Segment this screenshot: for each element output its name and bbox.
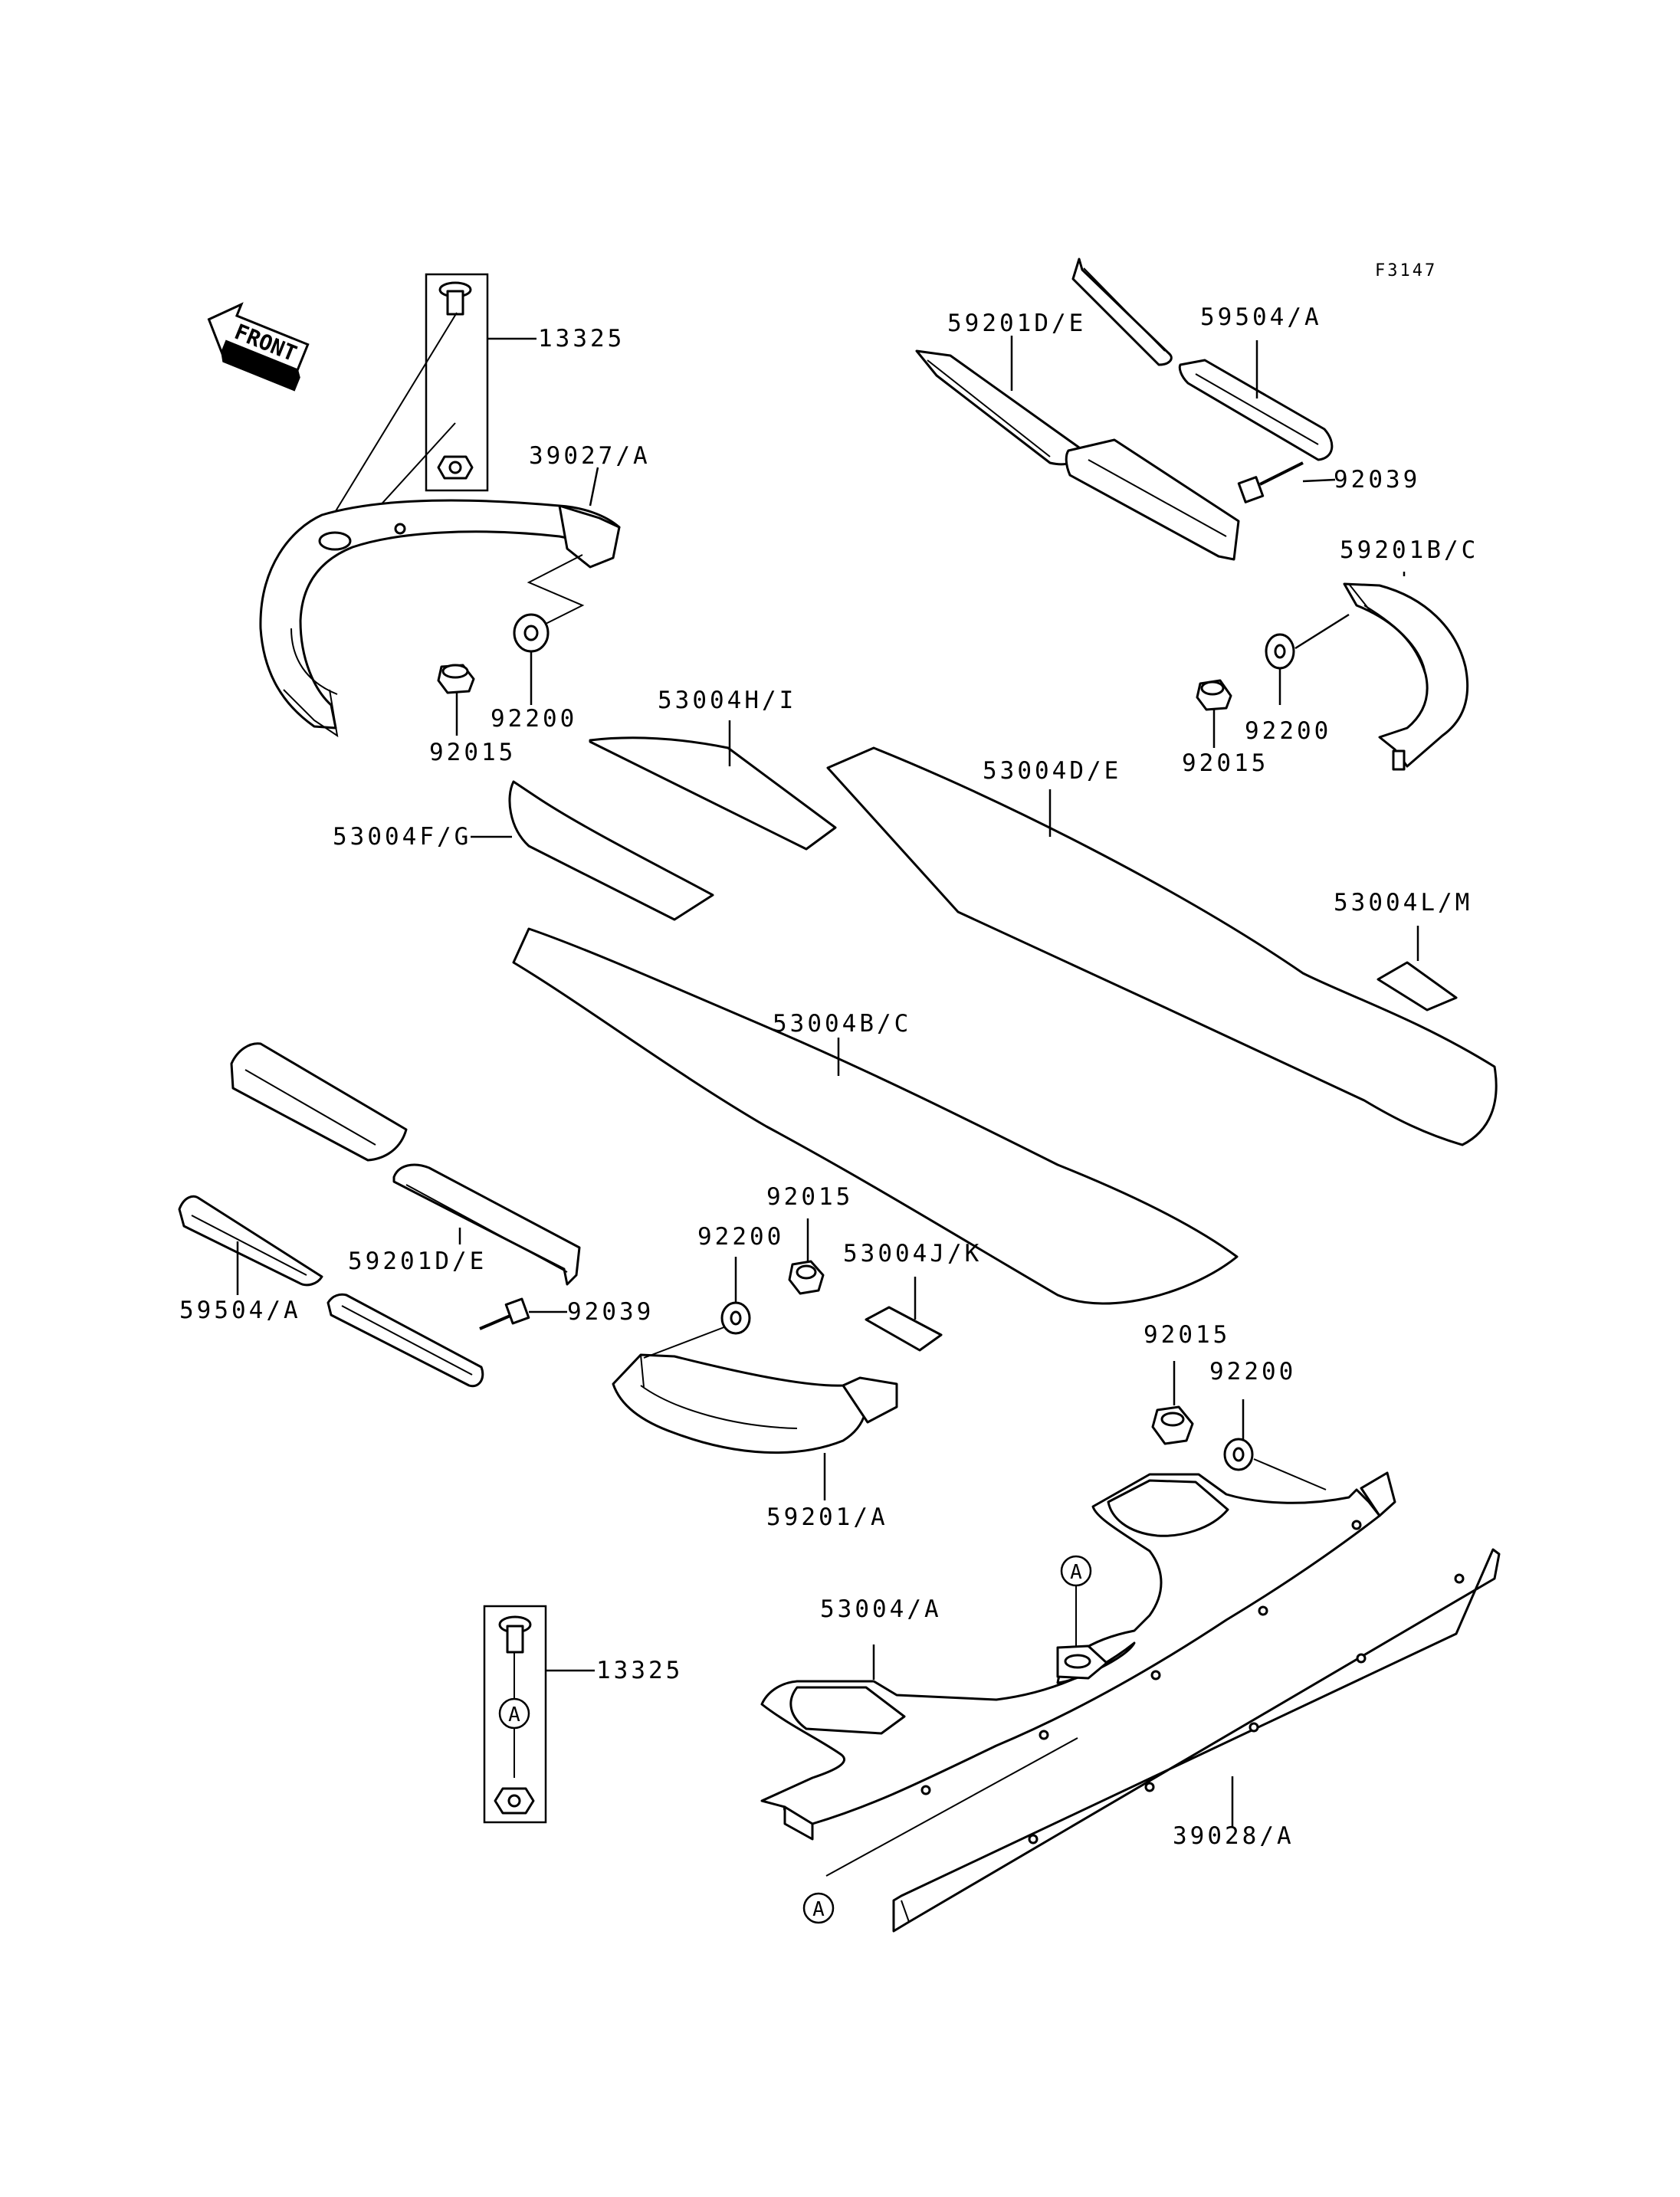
label-92015-br: 92015 — [1144, 1321, 1230, 1349]
callout-a-box-label: A — [508, 1703, 520, 1726]
part-59201a — [612, 1353, 898, 1454]
label-13325-bottom: 13325 — [596, 1657, 683, 1684]
label-59201de-bot: 59201D/E — [348, 1248, 487, 1275]
part-59504a-bot — [178, 1195, 484, 1388]
label-92015-mid: 92015 — [766, 1183, 853, 1211]
label-39028a: 39028/A — [1173, 1822, 1294, 1850]
part-53004bc — [512, 927, 1239, 1305]
label-92200-tl: 92200 — [491, 705, 577, 733]
part-53004a — [760, 1471, 1396, 1841]
callout-a-top: A — [1060, 1555, 1092, 1587]
label-53004hi: 53004H/I — [658, 687, 796, 714]
label-92200-mid: 92200 — [697, 1223, 784, 1251]
part-92015-mid — [788, 1260, 825, 1295]
part-92200-mid — [720, 1301, 751, 1335]
callout-a-top-label: A — [1070, 1561, 1082, 1584]
label-53004fg: 53004F/G — [333, 823, 471, 851]
label-59201a: 59201/A — [766, 1503, 888, 1531]
part-59201de-top — [915, 349, 1240, 561]
part-53004hi — [589, 736, 837, 851]
part-13325-top — [425, 273, 489, 492]
part-92015-br — [1151, 1405, 1194, 1445]
label-13325-top: 13325 — [538, 325, 625, 353]
label-53004lm: 53004L/M — [1334, 889, 1472, 917]
label-92039-top: 92039 — [1334, 466, 1420, 494]
part-92015-tl — [437, 664, 475, 694]
label-53004jk: 53004J/K — [843, 1240, 982, 1267]
front-arrow-icon: FRONT — [207, 302, 310, 392]
part-92200-tl — [513, 613, 550, 653]
part-13325-bottom — [483, 1605, 547, 1824]
label-53004de: 53004D/E — [983, 757, 1121, 785]
label-59504a-top: 59504/A — [1200, 303, 1322, 331]
part-92039-bot — [479, 1297, 530, 1330]
part-39027a — [259, 499, 621, 738]
part-59201bc — [1343, 582, 1469, 771]
callout-a-bottom: A — [802, 1892, 835, 1924]
label-59504a-bot: 59504/A — [179, 1297, 301, 1324]
part-53004de — [826, 746, 1498, 1146]
part-92015-tr — [1196, 679, 1232, 711]
part-92200-br — [1223, 1438, 1254, 1471]
label-92200-tr: 92200 — [1245, 717, 1331, 745]
label-53004bc: 53004B/C — [773, 1010, 911, 1038]
part-59504a-top — [1071, 257, 1334, 461]
label-59201bc: 59201B/C — [1340, 536, 1478, 564]
callout-a-bottom-label: A — [812, 1898, 825, 1921]
figure-id: F3147 — [1375, 261, 1437, 280]
part-39028a — [892, 1548, 1501, 1933]
label-92015-tr: 92015 — [1182, 749, 1268, 777]
part-92200-tr — [1265, 633, 1295, 670]
part-53004fg — [508, 780, 714, 921]
part-59201de-bot — [230, 1042, 581, 1286]
label-92015-tl: 92015 — [429, 739, 516, 766]
part-53004jk — [865, 1306, 943, 1352]
label-92039-bot: 92039 — [567, 1298, 654, 1326]
part-92039-top — [1237, 461, 1304, 503]
label-92200-br: 92200 — [1209, 1358, 1296, 1385]
part-53004lm — [1376, 961, 1458, 1012]
label-53004a: 53004/A — [820, 1595, 942, 1623]
label-59201de-top: 59201D/E — [947, 310, 1086, 337]
label-39027a: 39027/A — [529, 442, 651, 470]
